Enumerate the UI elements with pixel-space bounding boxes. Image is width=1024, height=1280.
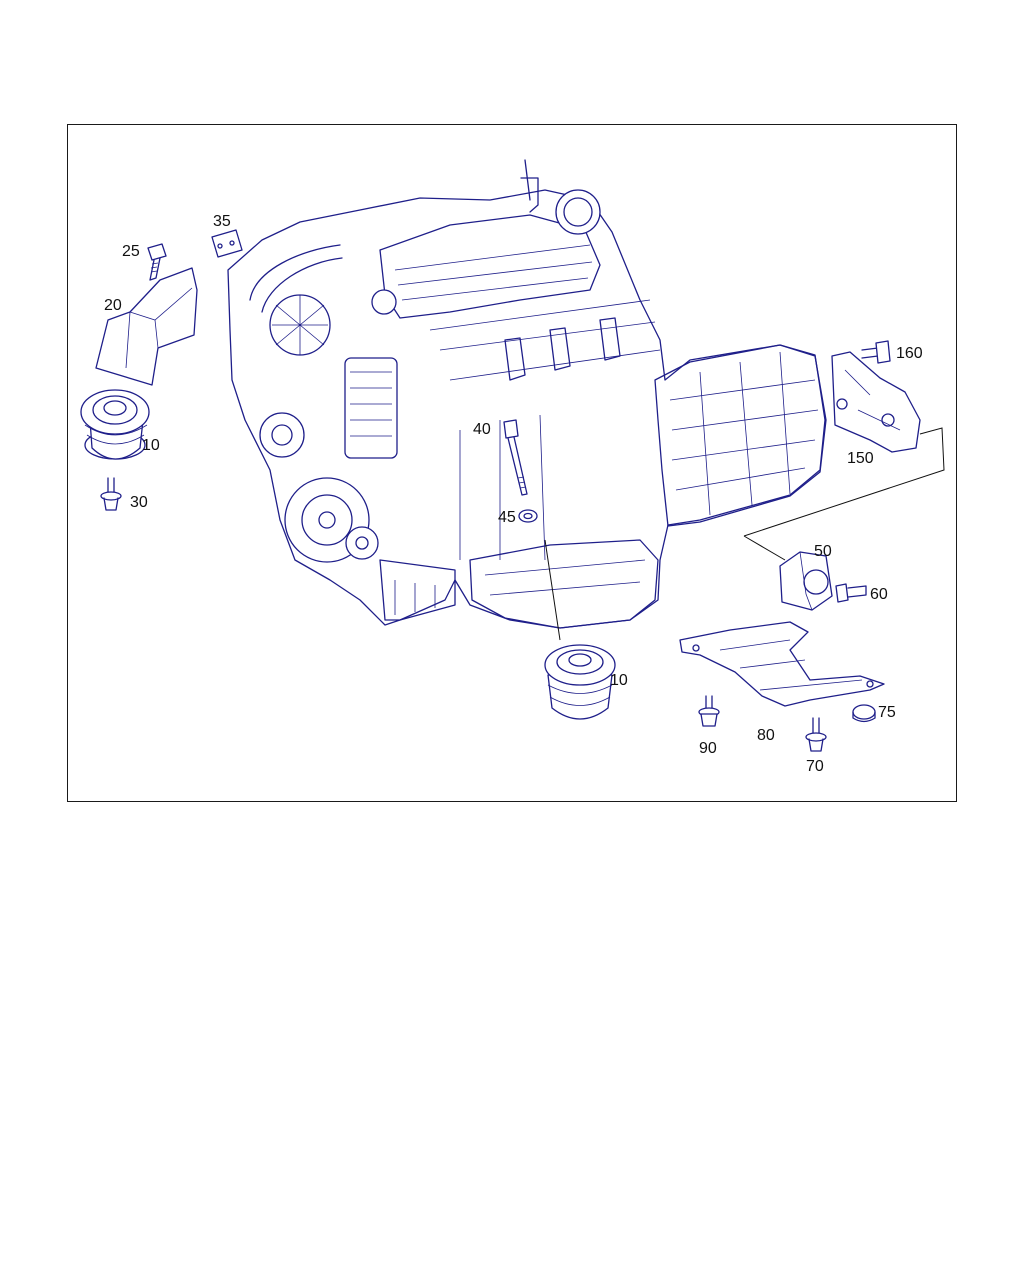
leader-10b bbox=[544, 539, 561, 641]
diagram-frame bbox=[67, 124, 957, 802]
callout-20: 20 bbox=[104, 297, 122, 314]
leader-50 bbox=[743, 535, 786, 561]
callout-50: 50 bbox=[814, 543, 832, 560]
part-10-engine-mount-right bbox=[544, 644, 616, 720]
leader-150 bbox=[743, 427, 945, 537]
part-75-nut bbox=[852, 704, 876, 723]
part-35-clip bbox=[211, 229, 243, 258]
part-160-bolt bbox=[861, 340, 891, 364]
part-60-bolt bbox=[835, 583, 867, 603]
part-80-crossmember bbox=[679, 621, 885, 707]
callout-10-left: 10 bbox=[142, 437, 160, 454]
callout-40: 40 bbox=[473, 421, 491, 438]
callout-70: 70 bbox=[806, 758, 824, 775]
engine-assembly bbox=[227, 159, 827, 629]
callout-45: 45 bbox=[498, 509, 516, 526]
callout-80: 80 bbox=[757, 727, 775, 744]
callout-30: 30 bbox=[130, 494, 148, 511]
part-50-rear-mount bbox=[779, 551, 833, 611]
callout-25: 25 bbox=[122, 243, 140, 260]
callout-150: 150 bbox=[847, 450, 874, 467]
callout-10-bottom: 10 bbox=[610, 672, 628, 689]
part-30-bolt bbox=[100, 477, 122, 511]
callout-90: 90 bbox=[699, 740, 717, 757]
part-70-bolt bbox=[805, 717, 827, 752]
callout-35: 35 bbox=[213, 213, 231, 230]
part-10-engine-mount-left bbox=[80, 389, 150, 460]
part-20-heat-shield bbox=[95, 267, 198, 386]
part-40-long-bolt bbox=[503, 419, 528, 496]
callout-75: 75 bbox=[878, 704, 896, 721]
callout-160: 160 bbox=[896, 345, 923, 362]
part-45-washer bbox=[518, 509, 538, 523]
part-25-bolt bbox=[147, 243, 167, 281]
part-90-bolt bbox=[698, 695, 720, 727]
part-150-bracket bbox=[831, 351, 921, 453]
callout-60: 60 bbox=[870, 586, 888, 603]
